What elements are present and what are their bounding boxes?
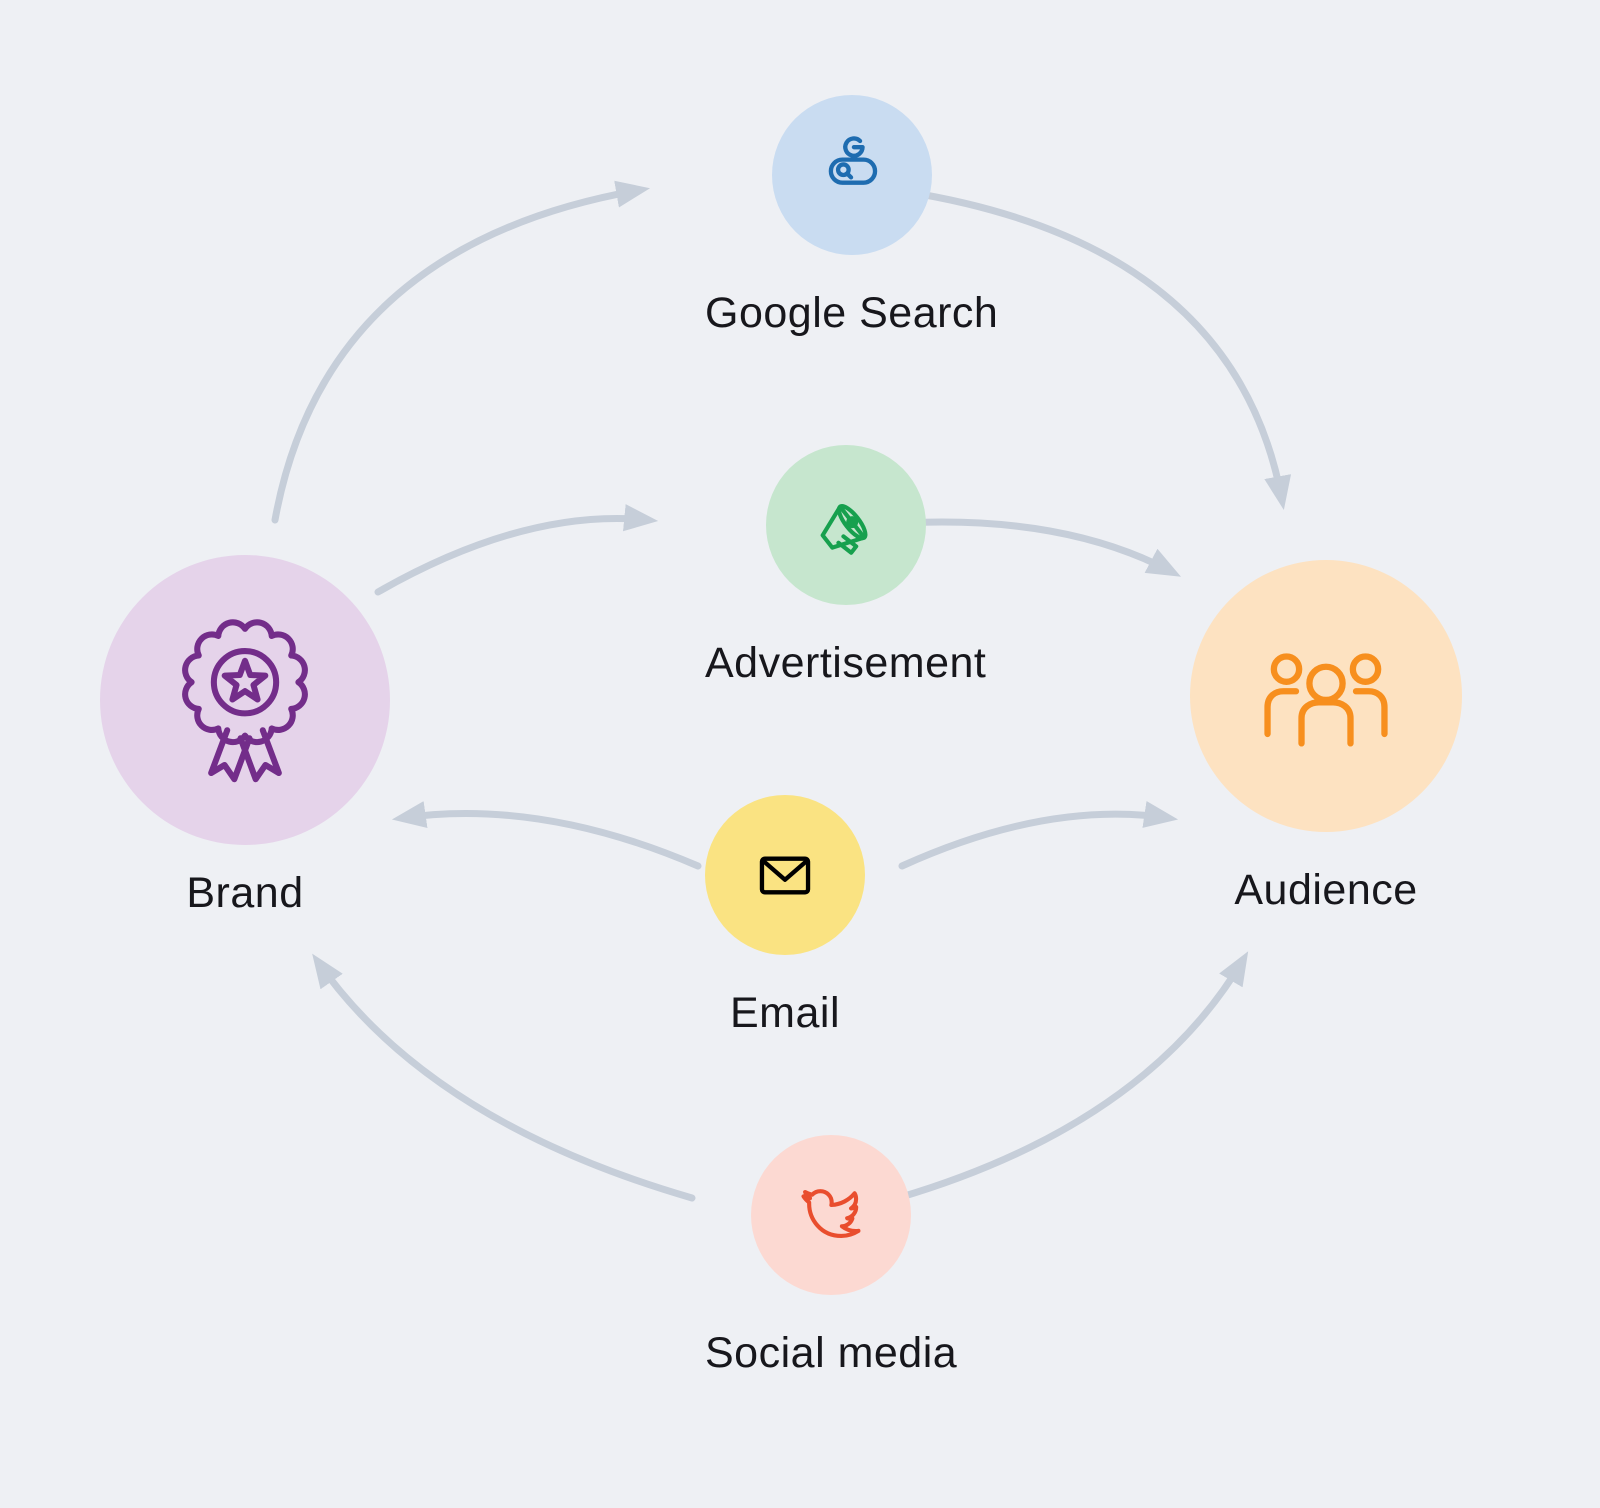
edge-social-media-to-brand [312, 953, 696, 1202]
megaphone-icon [820, 504, 868, 555]
node-audience: Audience [1190, 560, 1462, 915]
advertisement-label: Advertisement [705, 639, 987, 687]
award-ribbon-icon [182, 619, 308, 783]
audience-circle [1190, 560, 1462, 832]
email-label: Email [729, 989, 841, 1037]
twitter-bird-icon [801, 1189, 861, 1239]
brand-circle [100, 555, 390, 845]
edge-social-media-to-audience [894, 951, 1249, 1202]
google-search-icon [828, 136, 877, 185]
edge-email-to-audience [898, 801, 1179, 870]
node-email: Email [705, 795, 865, 1038]
envelope-icon [759, 856, 811, 895]
social-media-circle [751, 1135, 912, 1295]
advertisement-circle [765, 445, 926, 605]
edge-email-to-brand [391, 801, 702, 870]
google-search-label: Google Search [705, 289, 999, 337]
node-advertisement: Advertisement [705, 445, 986, 688]
edge-brand-to-google-search [271, 180, 651, 524]
social-media-label: Social media [705, 1329, 958, 1377]
node-brand: Brand [100, 555, 390, 918]
brand-label: Brand [186, 869, 304, 917]
people-group-icon [1264, 653, 1388, 747]
node-social-media: Social media [705, 1135, 957, 1378]
audience-label: Audience [1234, 866, 1418, 914]
edge-brand-to-advertisement [374, 504, 659, 596]
google-search-circle [771, 95, 932, 255]
edge-google-search-to-audience [904, 188, 1292, 511]
email-circle [705, 795, 865, 955]
edge-advertisement-to-audience [899, 518, 1182, 577]
node-google-search: Google Search [705, 95, 998, 338]
